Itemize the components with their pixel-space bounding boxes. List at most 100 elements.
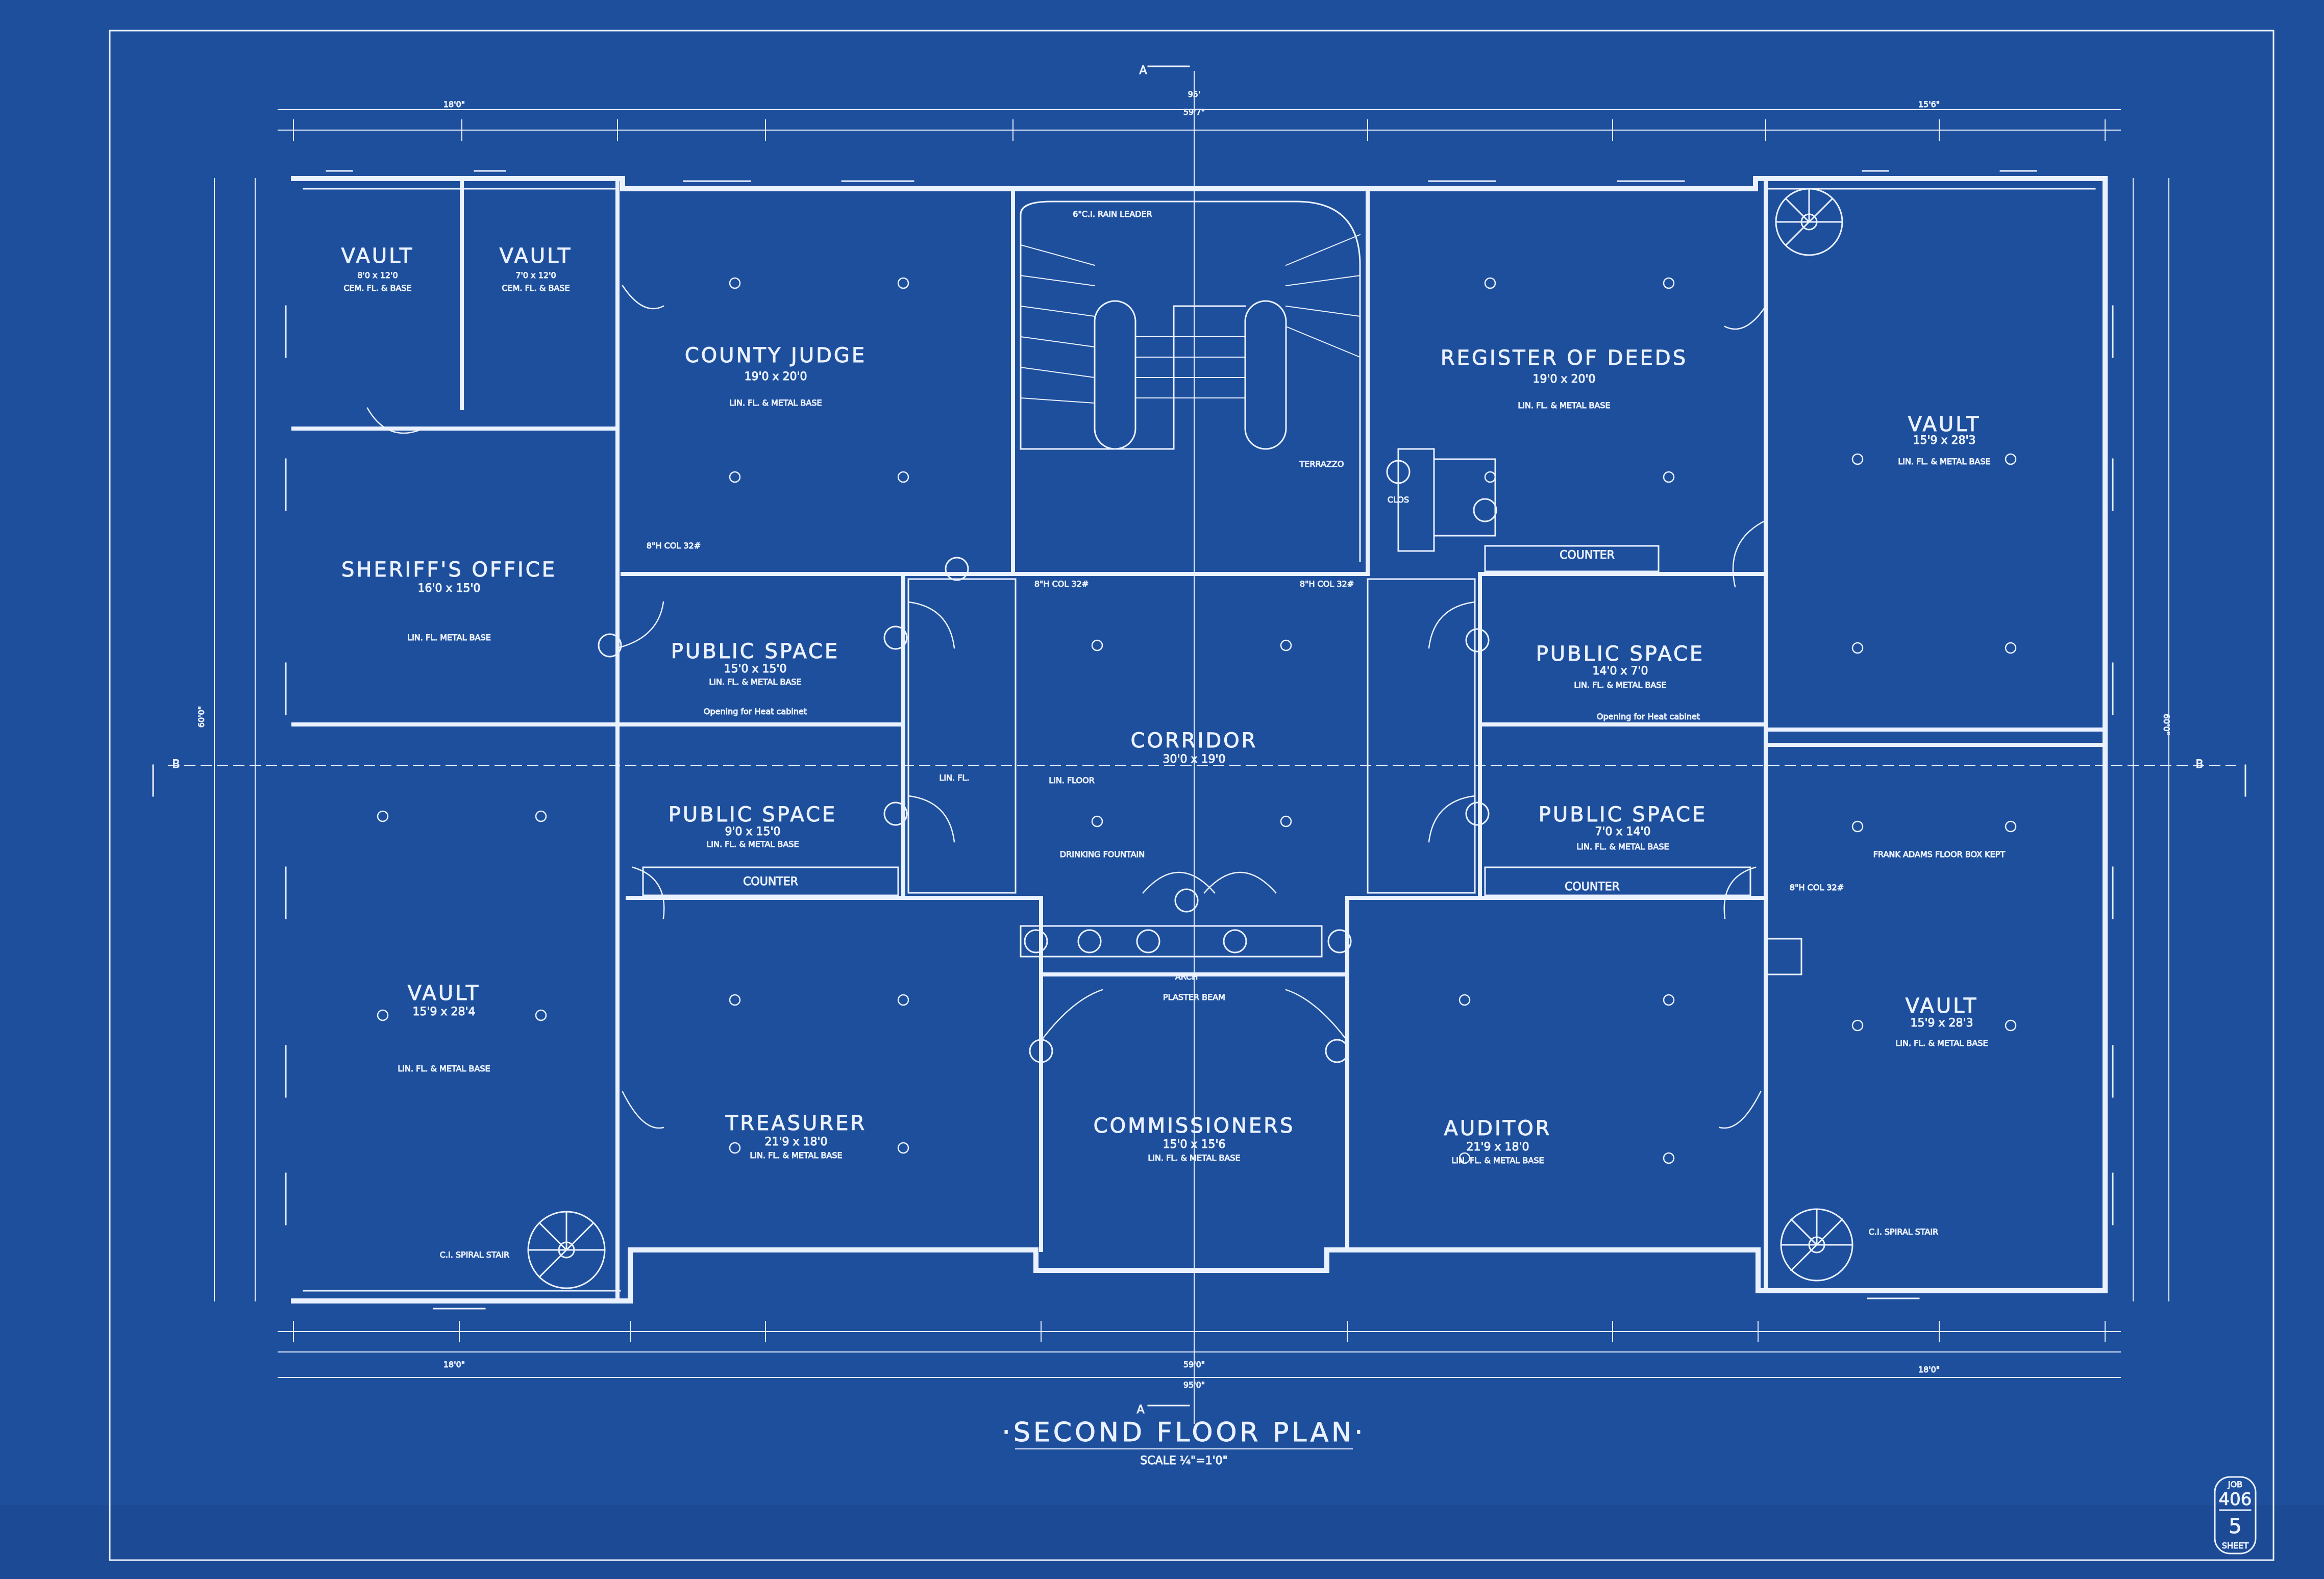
sheet-label: SHEET [2222, 1541, 2248, 1550]
drawing-scale: SCALE ¼"=1'0" [1140, 1455, 1228, 1467]
section-mark-b-right: B [2195, 758, 2203, 771]
lin-fl-label: LIN. FL. [940, 773, 970, 783]
ceiling-outlets [377, 277, 2017, 1164]
room-name: PUBLIC SPACE [669, 803, 837, 826]
title-block: ·SECOND FLOOR PLAN· SCALE ¼"=1'0" [1002, 1417, 1366, 1468]
dim-label: 59'7" [1183, 107, 1205, 117]
job-number: 406 [2219, 1489, 2252, 1510]
room-size: 16'0 x 15'0 [417, 582, 480, 595]
room-size: 15'0 x 15'6 [1163, 1138, 1225, 1151]
clos-label: CLOS [1388, 495, 1409, 505]
room-note: LIN. FL. & METAL BASE [706, 839, 799, 849]
main-stair [1020, 200, 1361, 562]
room-size: 14'0 x 7'0 [1592, 665, 1648, 678]
room-name: AUDITOR [1444, 1117, 1552, 1140]
room-name: COMMISSIONERS [1094, 1114, 1295, 1138]
room-name: PUBLIC SPACE [671, 640, 839, 663]
room-note: LIN. FL. & METAL BASE [709, 677, 801, 687]
room-name: VAULT [1906, 994, 1979, 1018]
room-size: 19'0 x 20'0 [744, 370, 807, 383]
arch-label: ARCH [1175, 972, 1198, 982]
spiral-stair-lower-right [1780, 1208, 1853, 1282]
plaster-beam-label: PLASTER BEAM [1163, 992, 1225, 1002]
room-name: PUBLIC SPACE [1536, 642, 1704, 666]
dim-label: 60'0" [196, 706, 206, 728]
room-name: VAULT [500, 244, 573, 268]
column-label: 8"H COL 32# [1034, 579, 1089, 589]
terrazzo-label: TERRAZZO [1299, 459, 1344, 469]
column-label: 8"H COL 32# [647, 541, 701, 550]
room-size: 15'9 x 28'3 [1910, 1017, 1973, 1030]
outer-walls [291, 176, 2108, 1304]
room-note: LIN. FL. & METAL BASE [750, 1150, 842, 1160]
sheet-border [109, 30, 2274, 1561]
room-note: CEM. FL. & BASE [343, 283, 411, 293]
room-note: LIN. FL. & METAL BASE [1518, 400, 1610, 410]
spiral-stair-label: C.I. SPIRAL STAIR [1869, 1227, 1939, 1237]
heat-cabinet-label: Opening for Heat cabinet [704, 707, 807, 716]
room-name: CORRIDOR [1131, 729, 1258, 753]
room-note: LIN. FL. & METAL BASE [398, 1064, 490, 1073]
heat-cabinet-label: Opening for Heat cabinet [1597, 712, 1700, 721]
room-name: VAULT [1908, 413, 1981, 436]
dim-label: 95'0" [1183, 1380, 1205, 1390]
door-swings [366, 285, 1767, 1129]
room-name: SHERIFF'S OFFICE [341, 558, 557, 582]
dim-label: 18'0" [443, 99, 465, 109]
dimension-text: 95' 59'7" 18'0" 15'6" 59'0" 95'0" 18'0" … [196, 89, 2172, 1390]
room-size: 9'0 x 15'0 [725, 825, 780, 838]
dim-label: 59'0" [1183, 1360, 1205, 1369]
room-size: 30'0 x 19'0 [1163, 753, 1225, 766]
room-size: 8'0 x 12'0 [357, 270, 398, 280]
interior-walls [291, 179, 2107, 1300]
room-size: 21'9 x 18'0 [1466, 1141, 1529, 1154]
rain-leader-label: 6"C.I. RAIN LEADER [1073, 209, 1152, 219]
counter-label: COUNTER [743, 875, 798, 888]
room-size: 15'9 x 28'3 [1913, 434, 1975, 447]
section-mark-b-left: B [172, 758, 180, 771]
room-note: LIN. FL. & METAL BASE [1898, 457, 1990, 466]
room-size: 7'0 x 14'0 [1595, 825, 1650, 838]
floor-box-label: FRANK ADAMS FLOOR BOX KEPT [1873, 849, 2006, 859]
room-note: LIN. FL. METAL BASE [407, 633, 491, 642]
window-ticks [285, 170, 2114, 1310]
room-name: REGISTER OF DEEDS [1441, 346, 1688, 370]
misc-labels: COUNTER COUNTER COUNTER CLOS ARCH PLASTE… [439, 209, 2006, 1260]
room-size: 15'9 x 28'4 [412, 1006, 475, 1018]
room-note: LIN. FL. & METAL BASE [1576, 842, 1669, 851]
sheet-number: 5 [2229, 1515, 2241, 1538]
room-note: CEM. FL. & BASE [502, 283, 570, 293]
dim-label: 18'0" [1918, 1365, 1940, 1374]
job-label: JOB [2228, 1480, 2242, 1489]
column-label: 8"H COL 32# [1300, 579, 1354, 589]
room-size: 7'0 x 12'0 [515, 270, 556, 280]
room-note: LIN. FL. & METAL BASE [1451, 1156, 1544, 1165]
room-note: LIN. FL. & METAL BASE [1148, 1153, 1240, 1163]
room-name: VAULT [341, 244, 414, 268]
room-note: LIN. FLOOR [1049, 775, 1095, 785]
room-size: 19'0 x 20'0 [1532, 373, 1595, 386]
room-name: TREASURER [725, 1112, 867, 1135]
dim-label: 15'6" [1918, 99, 1940, 109]
drawing-title: ·SECOND FLOOR PLAN· [1002, 1417, 1366, 1448]
counters [642, 545, 1751, 896]
job-stamp [2214, 1476, 2257, 1555]
spiral-stair-upper-right [1775, 188, 1843, 256]
dim-label: 60'0" [2162, 714, 2171, 735]
room-size: 21'9 x 18'0 [764, 1136, 827, 1148]
room-note: LIN. FL. & METAL BASE [1574, 680, 1666, 690]
section-arrows [152, 65, 2246, 1407]
counter-label: COUNTER [1560, 549, 1615, 562]
room-note: LIN. FL. & METAL BASE [729, 398, 822, 408]
drinking-fountain-label: DRINKING FOUNTAIN [1060, 849, 1145, 859]
column-label: 8"H COL 32# [1790, 883, 1844, 892]
door-tags [598, 460, 1497, 1063]
room-size: 15'0 x 15'0 [724, 663, 786, 675]
room-labels: VAULT 8'0 x 12'0 CEM. FL. & BASE VAULT 7… [341, 244, 1991, 1166]
dimension-lines [168, 71, 2236, 1424]
spiral-stair-label: C.I. SPIRAL STAIR [440, 1250, 510, 1260]
dim-label: 95' [1188, 89, 1201, 99]
job-stamp-text: JOB 406 5 SHEET [2218, 1480, 2252, 1551]
